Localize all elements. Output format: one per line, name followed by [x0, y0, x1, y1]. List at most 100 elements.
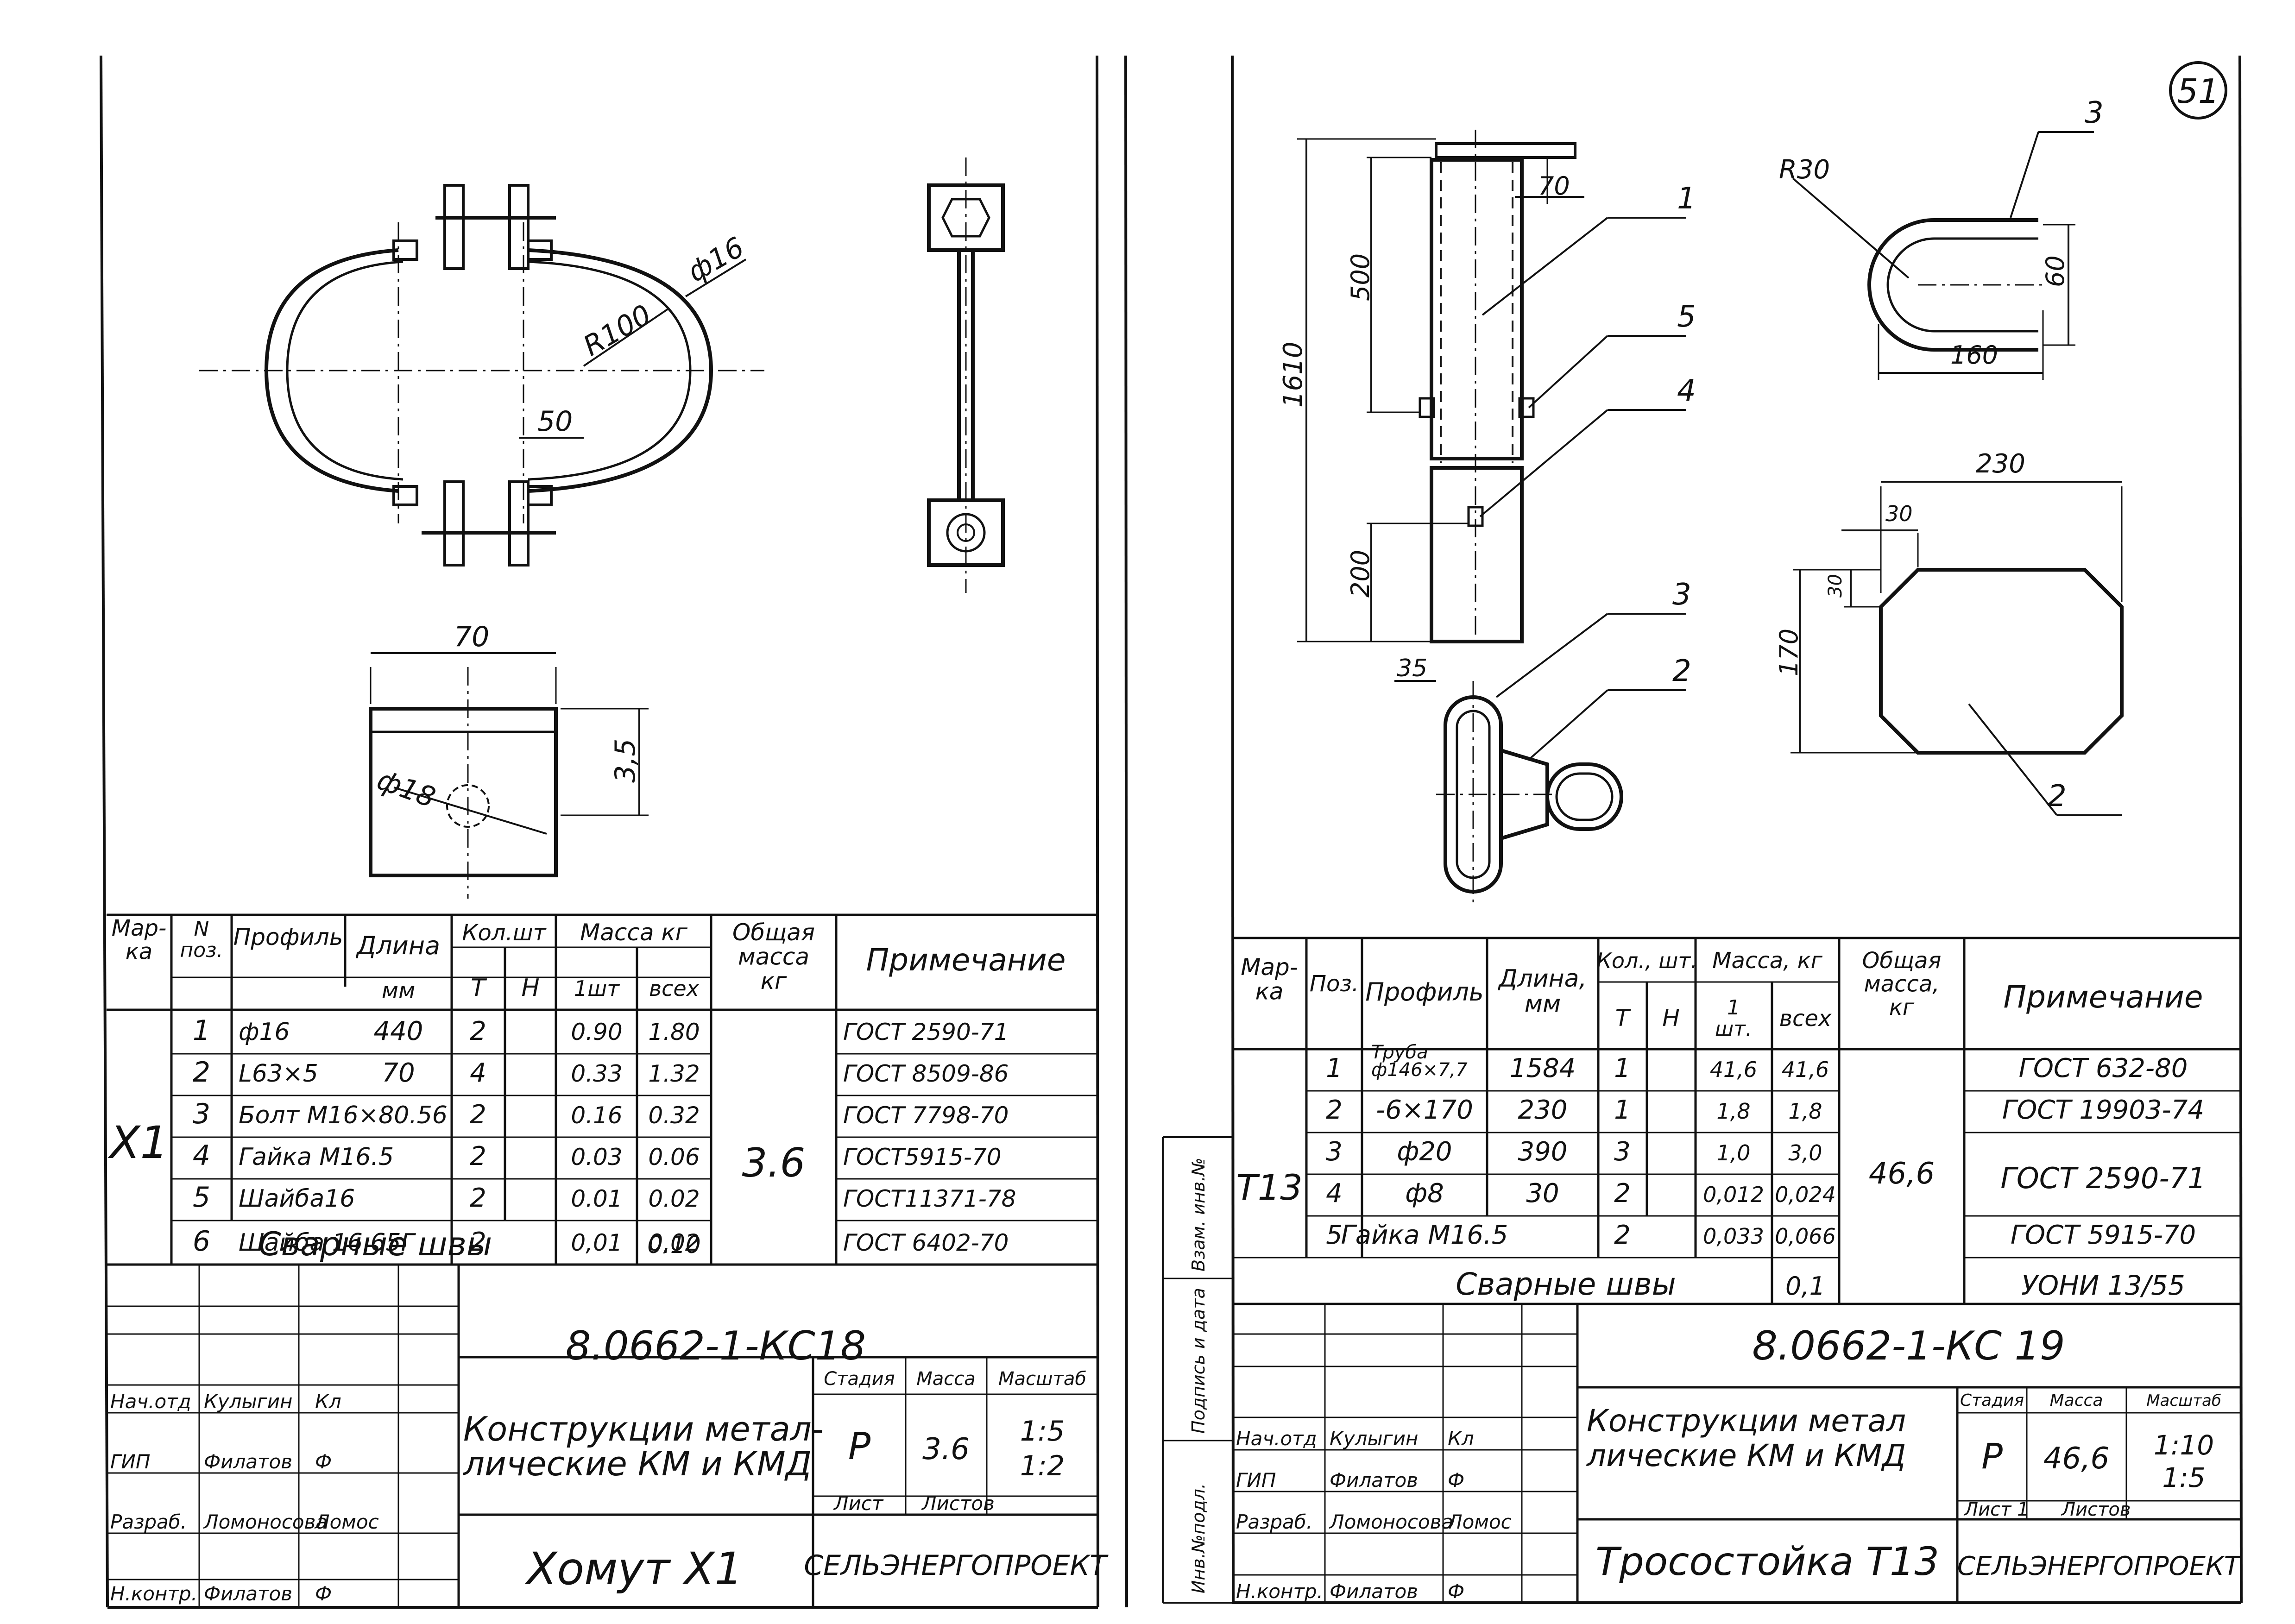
left-row-mass-all: 0.02 [648, 1185, 700, 1212]
right-tb-role: Разраб. [1236, 1511, 1312, 1533]
right-tb-mass-h: Масса [2050, 1391, 2103, 1410]
left-row-note: ГОСТ 7798-70 [843, 1102, 1009, 1129]
right-spec-table [1162, 937, 2241, 1604]
right-tb-signature: Кл [1448, 1427, 1474, 1450]
clamp-side-view [927, 157, 1005, 593]
left-tb-mass: 3.6 [922, 1432, 970, 1467]
left-row-note: ГОСТ 2590-71 [843, 1019, 1009, 1045]
left-welds-label: Сварные швы [259, 1225, 492, 1263]
left-hdr-t: Т [471, 974, 487, 1002]
post-elevation [1297, 130, 1686, 648]
right-row-profile: ф8 [1405, 1178, 1444, 1209]
right-row-note: ГОСТ 5915-70 [2011, 1220, 2196, 1250]
left-hdr-note: Примечание [866, 942, 1066, 978]
right-tb-signature: Ф [1448, 1580, 1464, 1603]
side-label-replace: Взам. инв.№ [1188, 1158, 1209, 1272]
left-row-pos: 3 [193, 1098, 210, 1130]
right-row-profile: -6×170 [1376, 1095, 1473, 1125]
clamp-plate-detail [369, 652, 649, 899]
right-frame-right-edge [2238, 55, 2243, 1603]
right-row-pos: 3 [1326, 1137, 1343, 1167]
right-tb-role: ГИП [1236, 1469, 1276, 1492]
left-tb-person-name: Филатов [204, 1450, 292, 1473]
right-total-mass: 46,6 [1869, 1157, 1935, 1191]
left-tb-signature: Ф [315, 1582, 332, 1605]
left-row-profile: Шайба16 [239, 1185, 355, 1213]
right-row-note: ГОСТ 632-80 [2019, 1053, 2188, 1083]
dim-post-1610: 1610 [1278, 341, 1308, 408]
right-tb-scale-2: 1:5 [2162, 1462, 2205, 1493]
left-tb-signature: Ломос [314, 1511, 379, 1533]
left-row-profile: Шайба 16.65Г [239, 1229, 416, 1257]
post-plan-view [1394, 613, 1686, 903]
left-row-qty-t: 2 [470, 1100, 486, 1130]
left-tb-signature: Ф [315, 1450, 332, 1473]
dim-50: 50 [537, 405, 573, 438]
left-hdr-length: Длина [356, 931, 440, 960]
left-tb-sheets: Листов [921, 1492, 995, 1515]
left-row-mass-all: 0,02 [648, 1229, 700, 1256]
right-welds-note: УОНИ 13/55 [2021, 1270, 2185, 1301]
right-row-mass-one: 1,0 [1716, 1140, 1750, 1165]
right-note-merged: ГОСТ 2590-71 [2000, 1161, 2206, 1195]
page-number: 51 [2177, 72, 2219, 111]
ubolt-detail [1792, 131, 2094, 380]
right-tb-desc-1: Конструкции метал [1587, 1403, 1906, 1439]
right-tb-scale-h: Масштаб [2146, 1391, 2221, 1410]
left-welds-mass: 0.10 [647, 1231, 701, 1259]
left-row-qty-t: 2 [470, 1227, 486, 1257]
right-row-qty-t: 1 [1614, 1053, 1631, 1083]
left-tb-signature: Кл [315, 1390, 341, 1413]
left-frame-right-edge [1096, 55, 1099, 1608]
right-tb-name: Тросостойка Т13 [1595, 1539, 1939, 1584]
left-hdr-one: 1шт [574, 976, 620, 1001]
right-hdr-qty: Кол., шт. [1596, 948, 1697, 973]
base-plate-detail [1791, 481, 2124, 816]
left-mark: Х1 [107, 1117, 169, 1169]
left-hdr-qty: Кол.шт [462, 920, 547, 946]
right-row-qty-t: 1 [1614, 1095, 1631, 1125]
right-row-pos: 4 [1326, 1178, 1343, 1209]
left-tb-scale-h: Масштаб [998, 1368, 1086, 1390]
side-label-inv: Инв.№подл. [1188, 1483, 1209, 1593]
dim-post-200: 200 [1346, 550, 1375, 598]
left-row-profile: L63×5 [239, 1060, 318, 1088]
right-row-mass-one: 0,012 [1703, 1182, 1764, 1207]
left-row-note: ГОСТ5915-70 [843, 1144, 1002, 1171]
right-tb-person-name: Филатов [1330, 1580, 1418, 1603]
right-row-mass-all: 41,6 [1782, 1057, 1829, 1082]
left-row-mass-one: 0.90 [571, 1019, 622, 1045]
right-title-block [1232, 1304, 2241, 1603]
left-tb-name: Хомут Х1 [524, 1543, 743, 1595]
right-hdr-t: Т [1615, 1005, 1631, 1032]
right-tb-sheets: Листов [2061, 1499, 2131, 1520]
right-row-mass-one: 0,033 [1703, 1224, 1764, 1249]
callout-2-detail: 2 [2048, 779, 2067, 813]
right-hdr-all: всех [1779, 1006, 1832, 1032]
dim-post-70: 70 [1538, 171, 1570, 201]
right-tb-sheet: Лист 1 [1963, 1499, 2029, 1520]
right-row-note: ГОСТ 19903-74 [2002, 1095, 2204, 1125]
dim-3-5: 3,5 [609, 739, 642, 783]
right-tb-signature: Ф [1448, 1469, 1464, 1492]
left-hdr-mass: Масса кг [580, 919, 687, 946]
callout-4: 4 [1677, 374, 1696, 408]
left-tb-desc-2: лические КМ и КМД [462, 1444, 812, 1483]
right-row-profile: ф20 [1397, 1137, 1452, 1167]
right-hdr-n: Н [1662, 1005, 1680, 1032]
right-row-mass-all: 0,066 [1775, 1224, 1836, 1249]
right-welds-label: Сварные швы [1456, 1266, 1676, 1302]
left-row-pos: 2 [193, 1056, 210, 1089]
dim-160: 160 [1950, 340, 1998, 370]
left-title-block [107, 1265, 1097, 1607]
right-row-mass-all: 3,0 [1788, 1140, 1822, 1165]
right-hdr-profile: Профиль [1365, 977, 1484, 1007]
left-tb-role: ГИП [110, 1450, 150, 1473]
clamp-elevation [199, 184, 764, 567]
left-tb-code: 8.0662-1-КС18 [566, 1323, 866, 1369]
